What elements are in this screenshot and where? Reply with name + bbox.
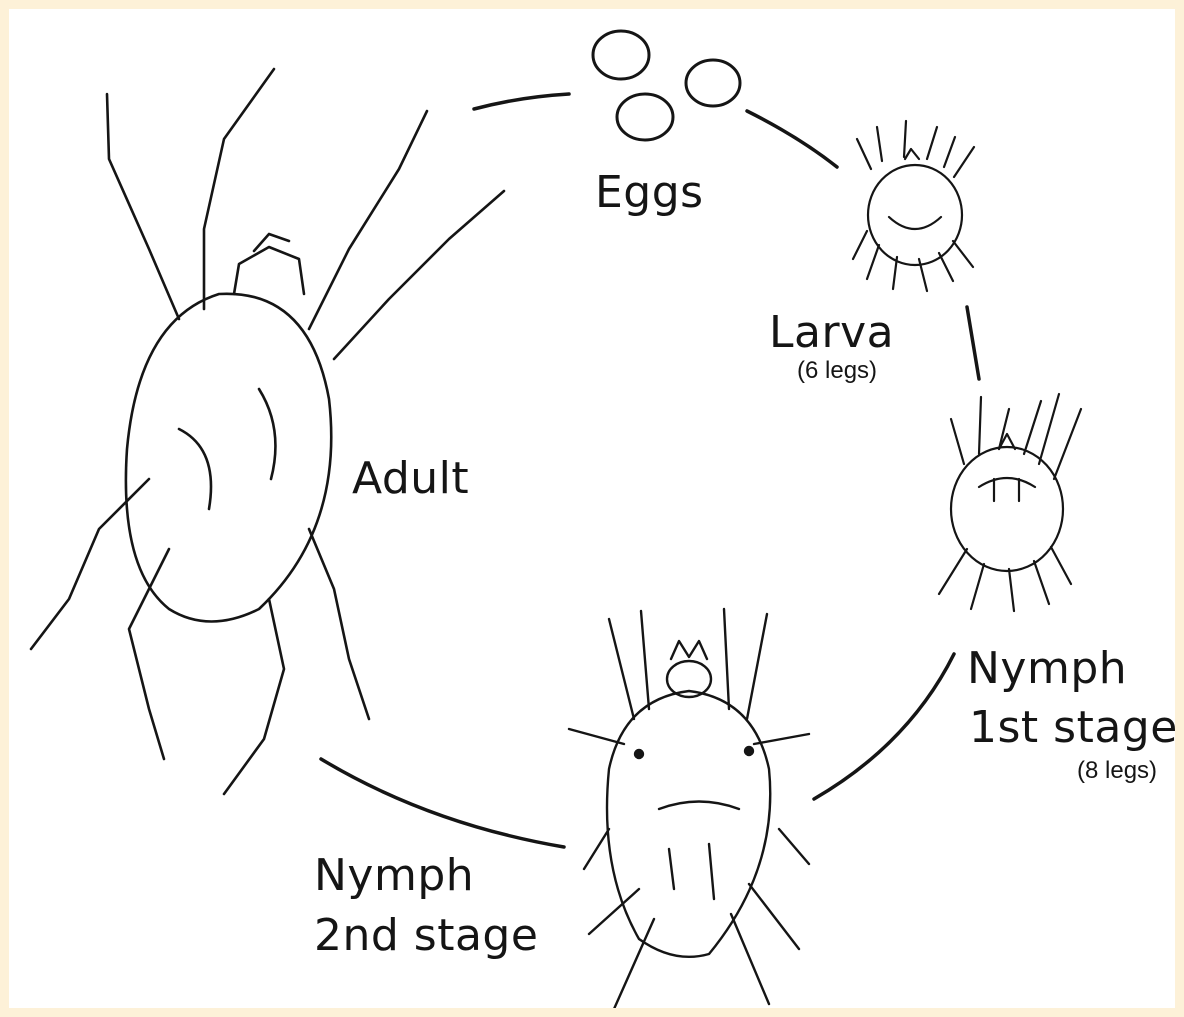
- label-nymph-first-stage-line1: Nymph: [967, 647, 1127, 691]
- label-nymph-first-stage-legs: (8 legs): [1077, 759, 1157, 783]
- label-nymph-first-stage-line2: 1st stage: [969, 706, 1178, 750]
- nymph-second-stage-illustration: [569, 609, 809, 1009]
- egg-shape: [593, 31, 649, 79]
- nymph-first-stage-illustration: [939, 394, 1081, 611]
- connector-adult-to-eggs: [474, 94, 569, 109]
- connector-nymph1-to-nymph2: [814, 654, 954, 799]
- label-larva: Larva: [769, 311, 894, 355]
- label-adult: Adult: [352, 457, 469, 501]
- adult-illustration: [31, 69, 504, 794]
- diagram-artwork: [9, 9, 1184, 1017]
- label-eggs: Eggs: [595, 171, 704, 215]
- larva-illustration: [853, 121, 974, 291]
- connector-nymph2-to-adult: [321, 759, 564, 847]
- egg-shape: [617, 94, 673, 140]
- connector-eggs-to-larva: [747, 111, 837, 167]
- label-nymph-second-stage-line1: Nymph: [314, 854, 474, 898]
- label-nymph-second-stage-line2: 2nd stage: [314, 914, 538, 958]
- egg-shape: [686, 60, 740, 106]
- eggs-illustration: [593, 31, 740, 140]
- connector-larva-to-nymph1: [967, 307, 979, 379]
- label-larva-legs: (6 legs): [797, 359, 877, 383]
